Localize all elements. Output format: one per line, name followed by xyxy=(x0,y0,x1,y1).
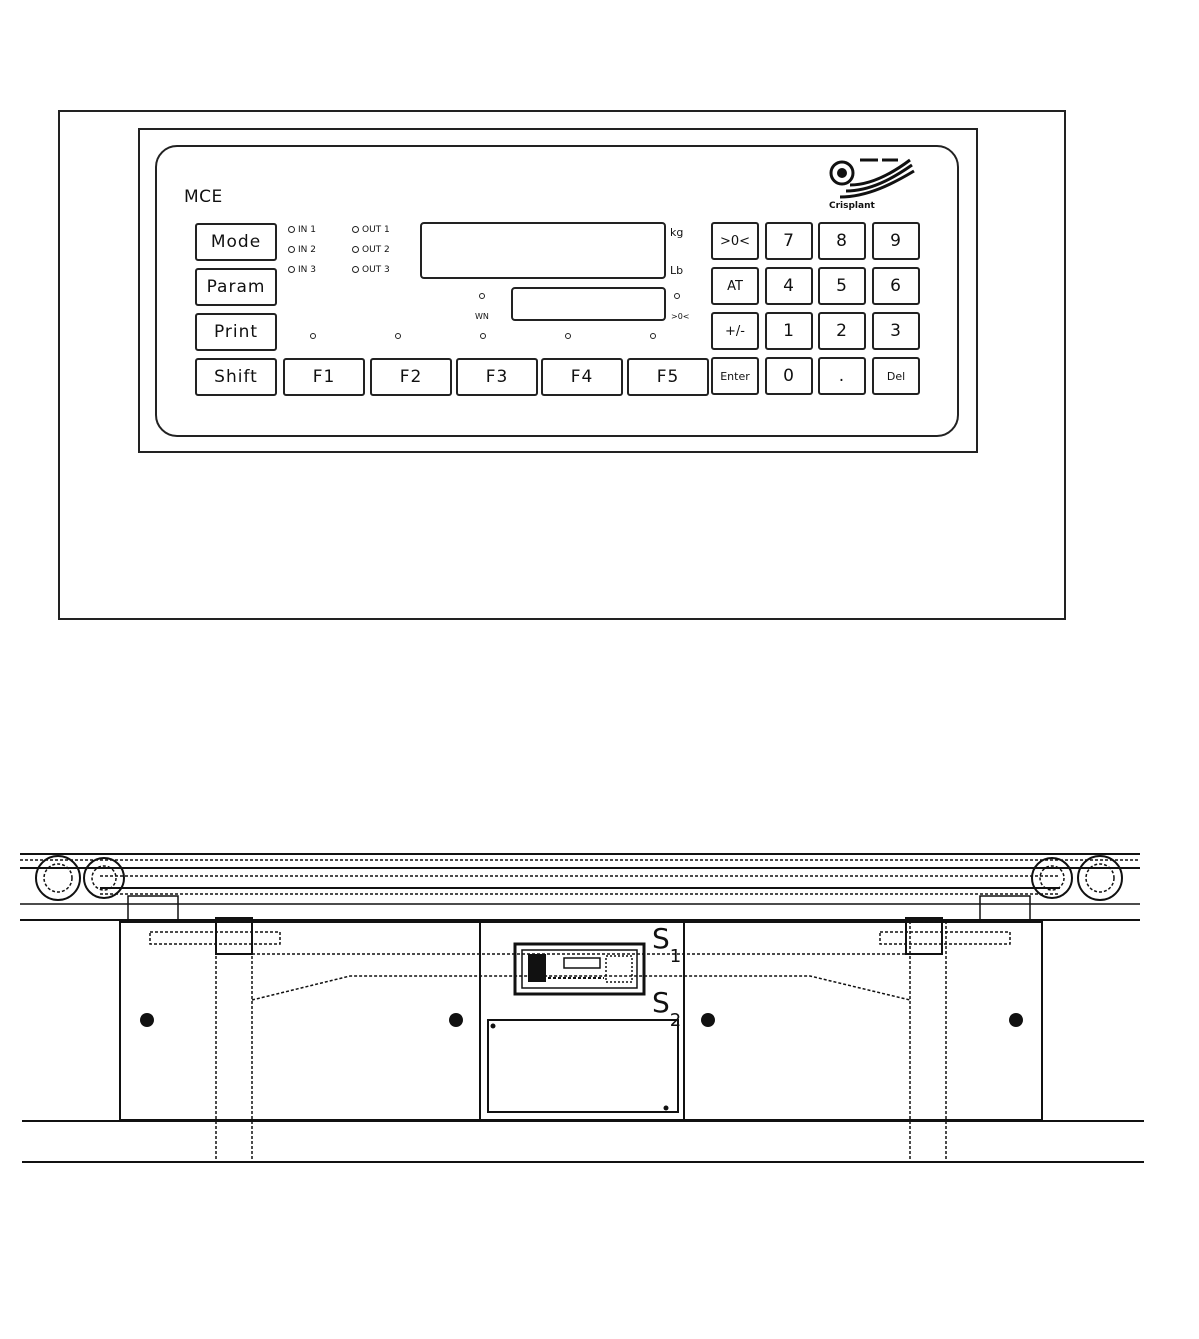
front-panel-frame xyxy=(138,128,978,453)
model-label: MCE xyxy=(184,187,223,207)
indicator-housing xyxy=(58,110,1066,620)
brand-logo-icon xyxy=(829,158,915,199)
f2-key[interactable]: F2 xyxy=(370,358,452,396)
input-indicator: IN 3 xyxy=(288,265,316,275)
key-3[interactable]: 3 xyxy=(872,312,920,350)
output-label: OUT 3 xyxy=(362,265,390,275)
zero-key[interactable]: >0< xyxy=(711,222,759,260)
print-key[interactable]: Print xyxy=(195,313,277,351)
f1-key[interactable]: F1 xyxy=(283,358,365,396)
decimal-key[interactable]: . xyxy=(818,357,866,395)
f5-led-icon xyxy=(650,333,656,339)
sensor-1-label: S1 xyxy=(652,922,681,967)
shift-key[interactable]: Shift xyxy=(195,358,277,396)
key-9[interactable]: 9 xyxy=(872,222,920,260)
sensor-2-letter: S xyxy=(652,986,670,1019)
input-label: IN 1 xyxy=(298,225,316,235)
output-label: OUT 2 xyxy=(362,245,390,255)
f3-key[interactable]: F3 xyxy=(456,358,538,396)
f4-key[interactable]: F4 xyxy=(541,358,623,396)
led-icon xyxy=(288,226,295,233)
param-key[interactable]: Param xyxy=(195,268,277,306)
input-label: IN 3 xyxy=(298,265,316,275)
key-6[interactable]: 6 xyxy=(872,267,920,305)
output-label: OUT 1 xyxy=(362,225,390,235)
f2-led-icon xyxy=(395,333,401,339)
key-1[interactable]: 1 xyxy=(765,312,813,350)
f4-led-icon xyxy=(565,333,571,339)
main-weight-display xyxy=(420,222,666,279)
brand-name: Crisplant xyxy=(829,201,875,211)
sensor-1-index: 1 xyxy=(669,946,682,967)
zero-label: >0< xyxy=(671,312,690,321)
zero-led-icon xyxy=(674,293,680,299)
led-icon xyxy=(352,266,359,273)
led-icon xyxy=(288,246,295,253)
wn-label: WN xyxy=(475,312,489,321)
input-indicator: IN 2 xyxy=(288,245,316,255)
led-icon xyxy=(352,246,359,253)
conveyor-scale-side-view xyxy=(20,853,1144,1163)
key-5[interactable]: 5 xyxy=(818,267,866,305)
unit-lb: Lb xyxy=(670,264,684,277)
secondary-display xyxy=(511,287,666,321)
front-panel xyxy=(155,145,959,437)
f3-led-icon xyxy=(480,333,486,339)
mode-key[interactable]: Mode xyxy=(195,223,277,261)
unit-kg: kg xyxy=(670,226,684,239)
enter-key[interactable]: Enter xyxy=(711,357,759,395)
wn-led-icon xyxy=(479,293,485,299)
key-2[interactable]: 2 xyxy=(818,312,866,350)
key-4[interactable]: 4 xyxy=(765,267,813,305)
key-8[interactable]: 8 xyxy=(818,222,866,260)
sensor-1-letter: S xyxy=(652,922,670,955)
output-indicator: OUT 3 xyxy=(352,265,390,275)
key-0[interactable]: 0 xyxy=(765,357,813,395)
f5-key[interactable]: F5 xyxy=(627,358,709,396)
output-indicator: OUT 1 xyxy=(352,225,390,235)
led-icon xyxy=(288,266,295,273)
f1-led-icon xyxy=(310,333,316,339)
led-icon xyxy=(352,226,359,233)
input-label: IN 2 xyxy=(298,245,316,255)
sensor-2-label: S2 xyxy=(652,986,681,1031)
at-key[interactable]: AT xyxy=(711,267,759,305)
output-indicator: OUT 2 xyxy=(352,245,390,255)
plus-minus-key[interactable]: +/- xyxy=(711,312,759,350)
delete-key[interactable]: Del xyxy=(872,357,920,395)
key-7[interactable]: 7 xyxy=(765,222,813,260)
input-indicator: IN 1 xyxy=(288,225,316,235)
sensor-2-index: 2 xyxy=(669,1010,682,1031)
